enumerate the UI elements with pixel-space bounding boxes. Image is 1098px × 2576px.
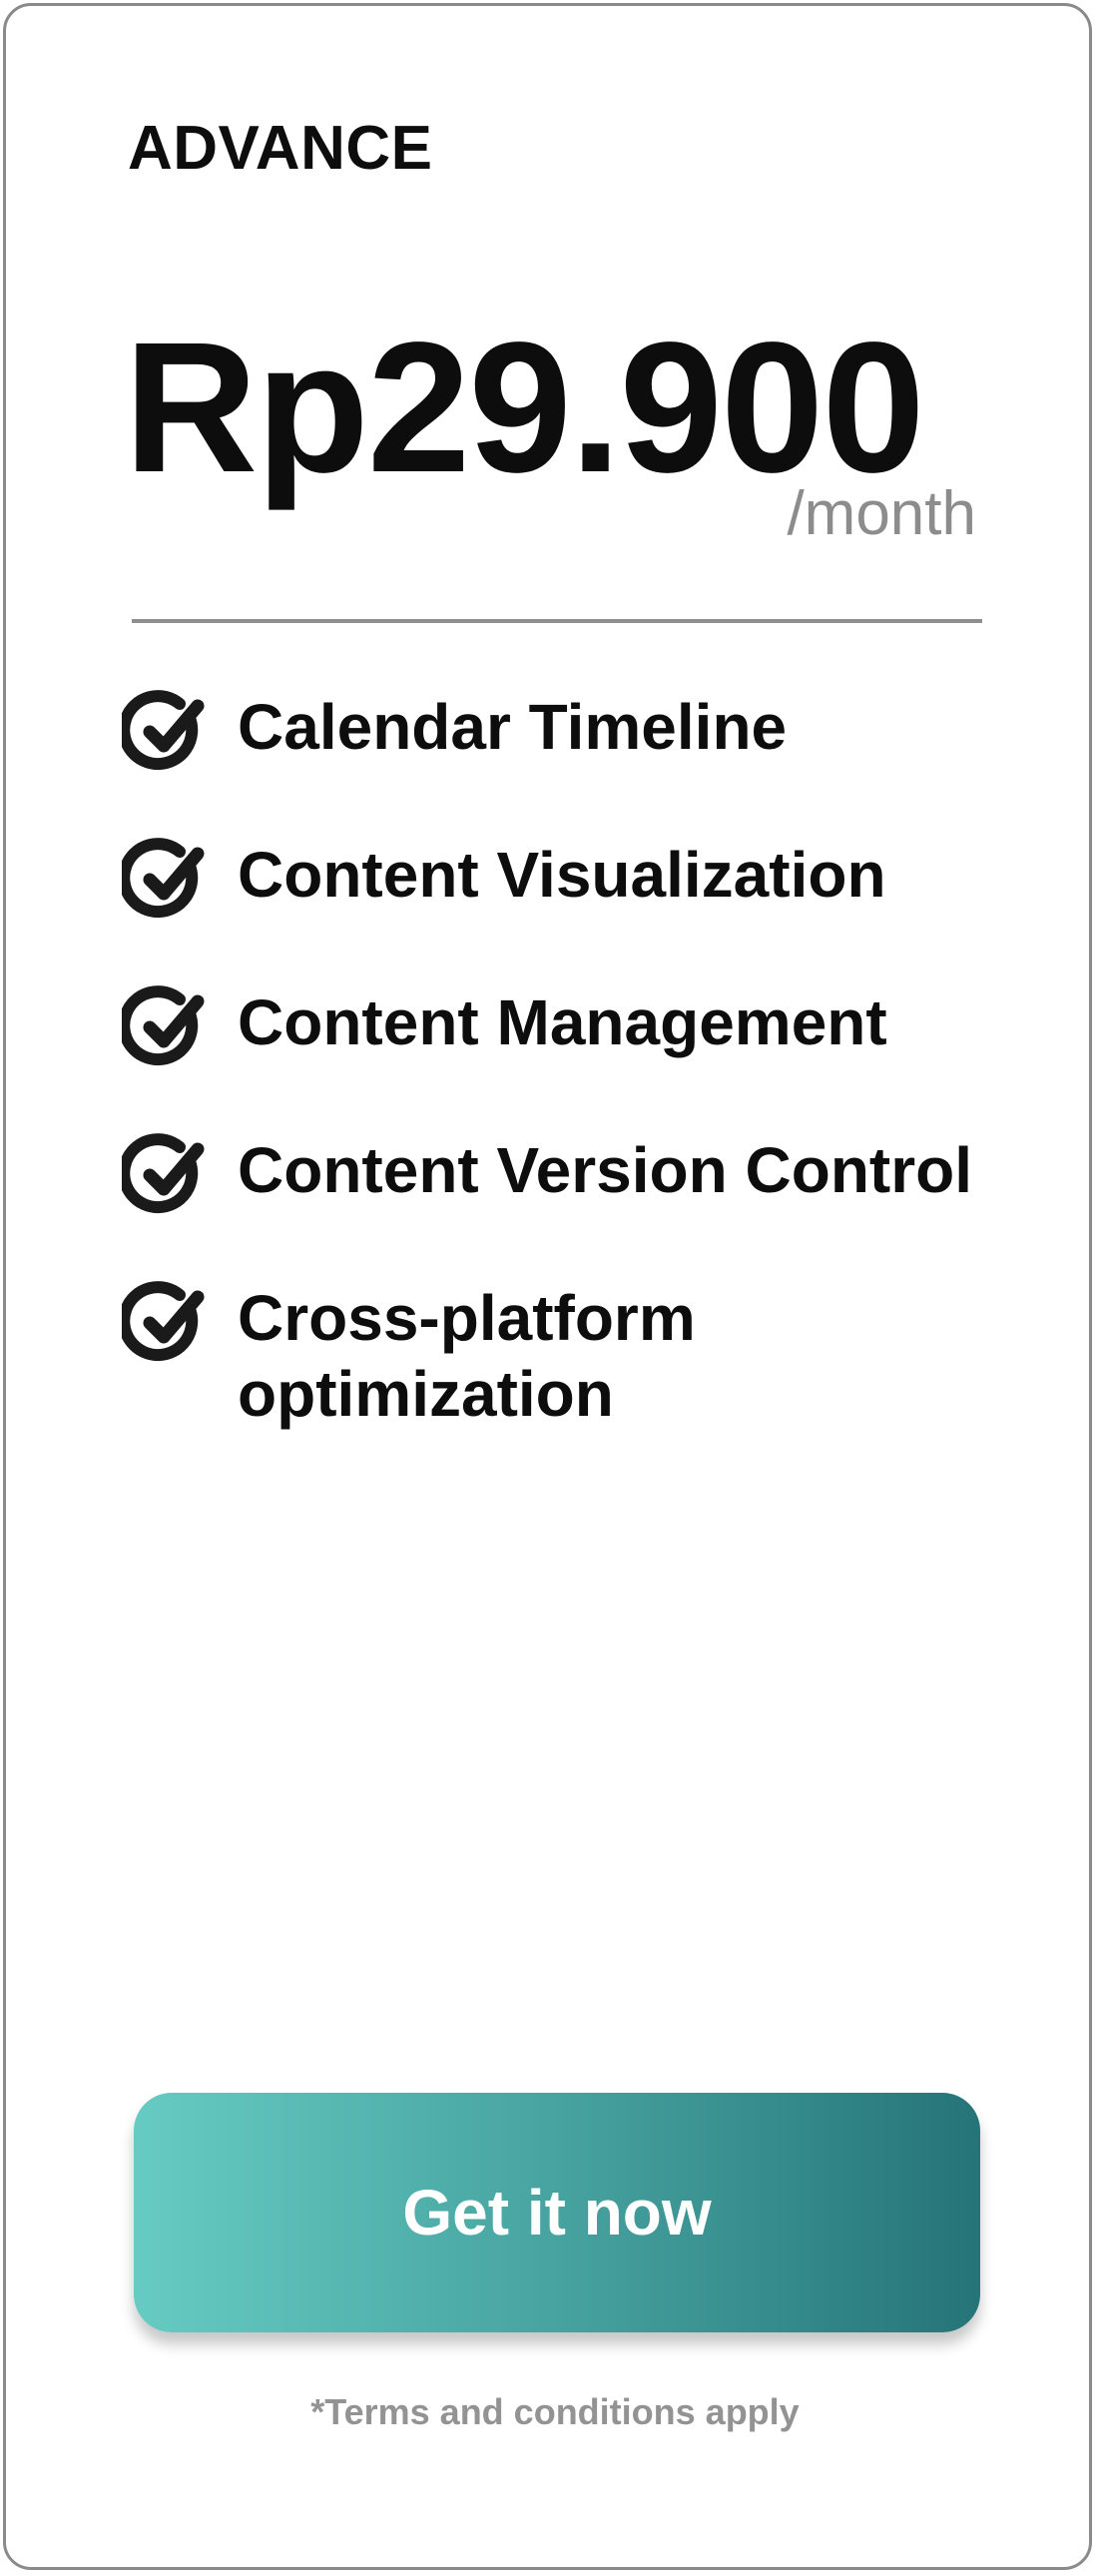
feature-label: Content Version Control: [238, 1134, 972, 1206]
plan-price: Rp29.900: [124, 305, 925, 511]
feature-label: Content Management: [238, 986, 887, 1058]
feature-label: Content Visualization: [238, 839, 886, 911]
feature-label: Cross-platform optimization: [238, 1282, 696, 1430]
feature-item: Content Visualization: [122, 837, 1020, 924]
get-it-now-button[interactable]: Get it now: [134, 2093, 980, 2332]
check-circle-icon: [122, 1281, 205, 1362]
feature-item: Cross-platform optimization: [122, 1280, 1020, 1432]
terms-note: *Terms and conditions apply: [310, 2391, 800, 2432]
check-circle-icon: [122, 690, 205, 771]
feature-item: Calendar Timeline: [122, 689, 1020, 776]
feature-list: Calendar Timeline Content Visualization …: [122, 689, 1020, 1493]
pricing-card: ADVANCE Rp29.900 /month Calendar Timelin…: [3, 3, 1092, 2570]
plan-period: /month: [787, 479, 976, 548]
feature-item: Content Version Control: [122, 1132, 1020, 1219]
check-circle-icon: [122, 838, 205, 919]
feature-item: Content Management: [122, 984, 1020, 1071]
plan-name: ADVANCE: [128, 114, 433, 183]
check-circle-icon: [122, 985, 205, 1066]
check-circle-icon: [122, 1133, 205, 1214]
divider: [132, 619, 982, 623]
feature-label: Calendar Timeline: [238, 691, 788, 763]
